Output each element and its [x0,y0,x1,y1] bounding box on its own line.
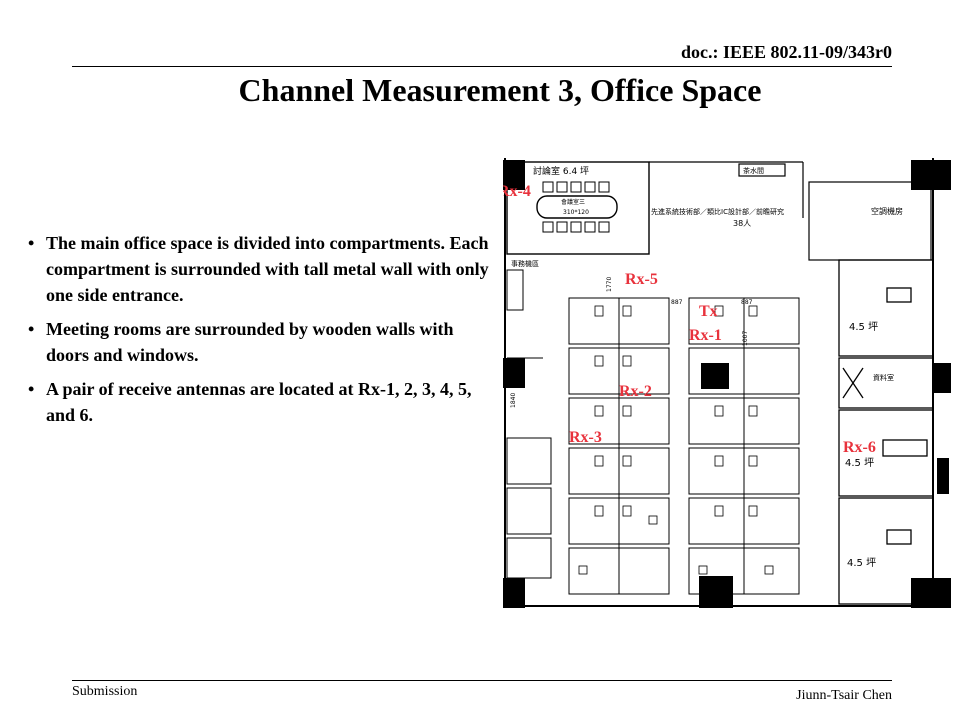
department-label: 先進系統技術部／類比IC設計部／前瞻研究 [651,207,784,216]
bullet-text: Meeting rooms are surrounded by wooden w… [46,319,454,365]
dimension-1770: 1770 [606,277,613,292]
dimension-887b: 887 [741,299,753,306]
rx1-label: Rx-1 [689,327,722,344]
footer-submission: Submission [72,684,138,699]
cubicle-grid [506,297,800,595]
room-size-1: 4.5 坪 [849,320,878,333]
header-divider [72,66,892,67]
ac-room-label: 空調機房 [871,206,903,216]
meeting-room-label: 討論室 6.4 坪 [533,165,589,177]
right-offices [838,259,934,605]
bullet-item: • The main office space is divided into … [28,230,498,308]
tx-label: Tx [699,303,718,320]
bullet-item: • Meeting rooms are surrounded by wooden… [28,316,498,368]
office-equipment-label: 事務機區 [511,259,539,268]
dimension-1840: 1840 [510,393,517,408]
rx5-label: Rx-5 [625,271,658,288]
slide-title: Channel Measurement 3, Office Space [238,72,762,108]
rx2-label: Rx-2 [619,383,652,400]
dimension-887a: 887 [671,299,683,306]
rx3-label: Rx-3 [569,429,602,446]
tea-room-label: 茶水間 [743,166,764,175]
rx6-label: Rx-6 [843,439,876,456]
bullet-item: • A pair of receive antennas are located… [28,376,498,428]
storage-label: 資料室 [873,373,894,382]
antenna-labels: Rx-4 Rx-5 Tx Rx-1 Rx-2 Rx-3 Rx-6 [503,183,876,456]
footer-divider [72,680,892,681]
office-floor-plan: 討論室 6.4 坪 會議室三 310*120 茶水間 先進系統技術部／類比IC設… [503,158,951,608]
bullet-marker: • [28,233,35,253]
bullet-list: • The main office space is divided into … [28,230,498,436]
room-size-2: 4.5 坪 [845,456,874,469]
footer-author: Jiunn-Tsair Chen [796,688,892,703]
meeting-room [506,161,650,255]
left-storage [506,269,543,359]
structural-columns [503,160,951,608]
table-size-label: 310*120 [563,209,589,216]
bullet-marker: • [28,379,35,399]
document-id: doc.: IEEE 802.11-09/343r0 [680,42,892,62]
dimension-1007: 1007 [742,331,749,346]
bullet-text: A pair of receive antennas are located a… [46,379,472,425]
bullet-text: The main office space is divided into co… [46,233,489,305]
meeting-table-label: 會議室三 [561,198,585,206]
headcount-label: 38人 [733,219,751,228]
bullet-marker: • [28,319,35,339]
rx4-label: Rx-4 [503,183,531,200]
desk-chairs [578,305,774,575]
room-size-3: 4.5 坪 [847,556,876,569]
